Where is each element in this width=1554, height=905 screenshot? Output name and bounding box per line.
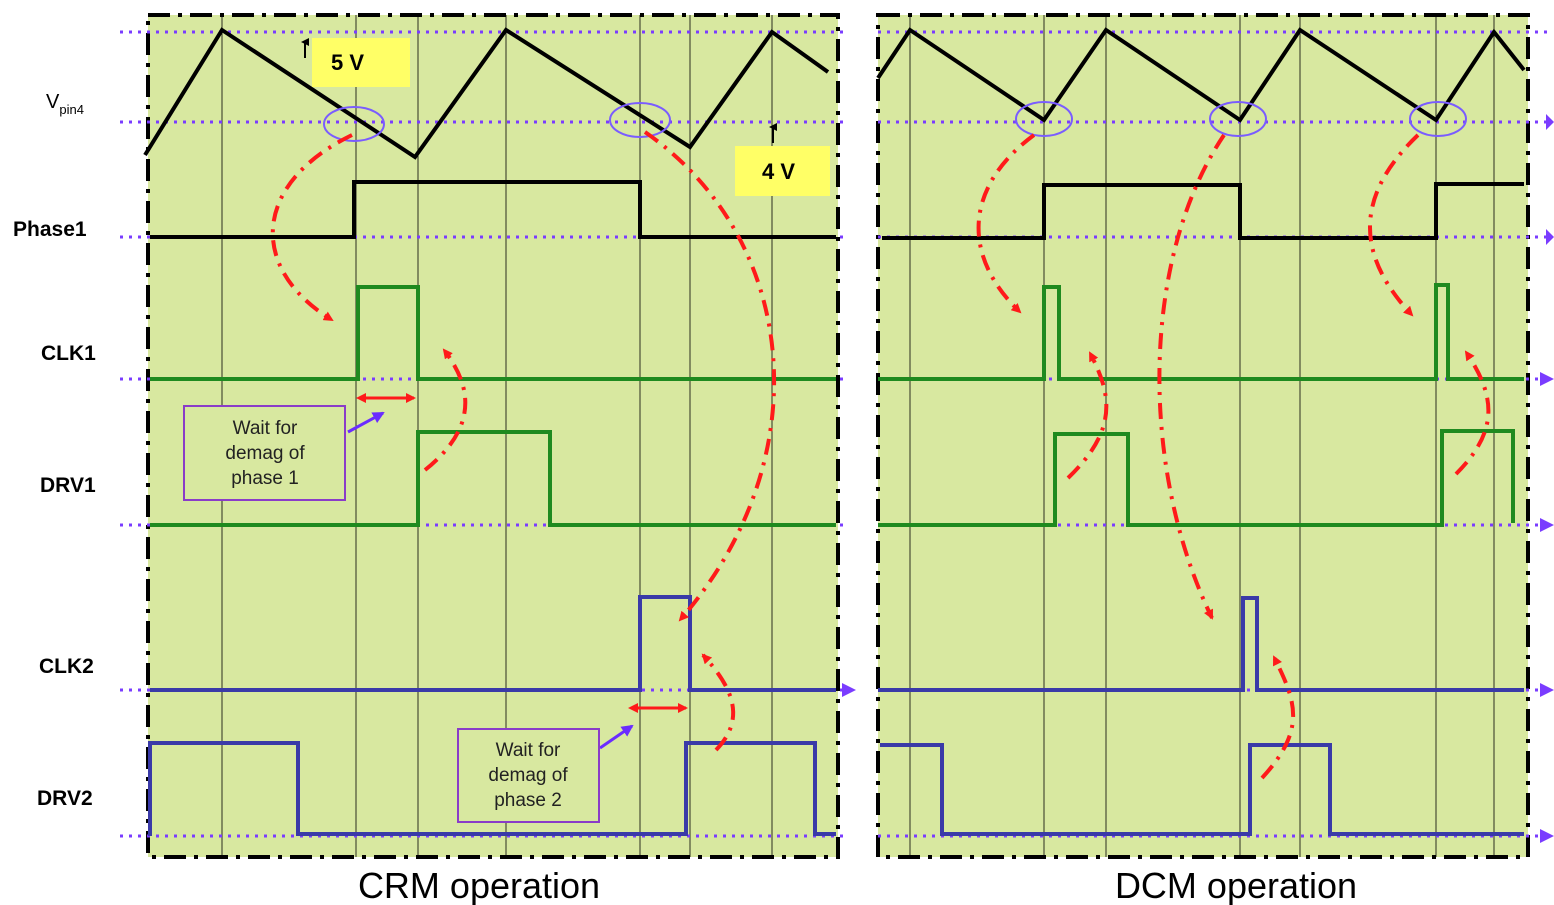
crm-phase1-trace: [150, 180, 836, 239]
note-phase1-line3: phase 1: [231, 468, 299, 489]
label-4v: 4 V: [735, 123, 830, 196]
dcm-causality-arrows: [976, 133, 1491, 780]
label-drv2: DRV2: [37, 787, 93, 810]
crm-vpin4-trace: [143, 27, 830, 160]
crm-clk2-trace: [150, 595, 836, 692]
dcm-panel: DCM operation: [876, 13, 1554, 905]
note-phase2-line2: demag of: [488, 765, 568, 786]
dcm-crossing-marker-1: [1015, 101, 1073, 137]
crm-panel: Wait for demag of phase 1 Wait for demag…: [120, 13, 845, 905]
label-vpin4: Vpin4: [46, 91, 84, 117]
crm-axis-arrows: [842, 683, 856, 697]
signal-labels: Vpin4 Phase1 CLK1 DRV1 CLK2 DRV2: [13, 91, 96, 810]
dcm-clk1-trace: [878, 283, 1524, 381]
label-5v: 5 V: [301, 38, 410, 87]
label-4v-text: 4 V: [762, 159, 795, 184]
dcm-crossing-marker-3: [1409, 101, 1467, 137]
dcm-panel-background: [876, 13, 1530, 859]
dcm-panel-title: DCM operation: [1115, 865, 1357, 905]
label-drv1: DRV1: [40, 474, 96, 497]
crm-panel-title: CRM operation: [358, 865, 600, 905]
crm-clk1-trace: [150, 285, 836, 381]
note-phase2: Wait for demag of phase 2: [457, 728, 600, 823]
crm-causality-arrows: [271, 130, 777, 752]
dcm-clk2-trace: [878, 596, 1524, 692]
dcm-vpin4-trace: [876, 27, 1526, 123]
dcm-phase1-trace: [882, 182, 1524, 240]
crm-drv2-trace: [148, 741, 836, 836]
label-phase1: Phase1: [13, 218, 87, 241]
note-phase2-line3: phase 2: [494, 790, 562, 811]
dcm-grid-lines: [909, 15, 1495, 857]
note-phase1-line1: Wait for: [233, 418, 298, 439]
dcm-crossing-marker-2: [1209, 101, 1267, 137]
crm-note-pointer-1: [347, 411, 385, 434]
crm-crossing-marker-2: [609, 102, 671, 138]
note-phase2-line1: Wait for: [496, 740, 561, 761]
dcm-drv1-trace: [878, 429, 1515, 527]
label-clk2: CLK2: [39, 655, 94, 678]
dcm-drv2-trace: [880, 743, 1524, 836]
note-phase1: Wait for demag of phase 1: [183, 405, 346, 501]
label-5v-text: 5 V: [331, 50, 364, 75]
crm-drv1-trace: [150, 430, 836, 527]
crm-crossing-marker-1: [323, 106, 385, 142]
note-phase1-line2: demag of: [225, 443, 305, 464]
dcm-axis-arrows: [1540, 114, 1554, 843]
crm-note-pointer-2: [599, 724, 634, 750]
label-clk1: CLK1: [41, 342, 96, 365]
